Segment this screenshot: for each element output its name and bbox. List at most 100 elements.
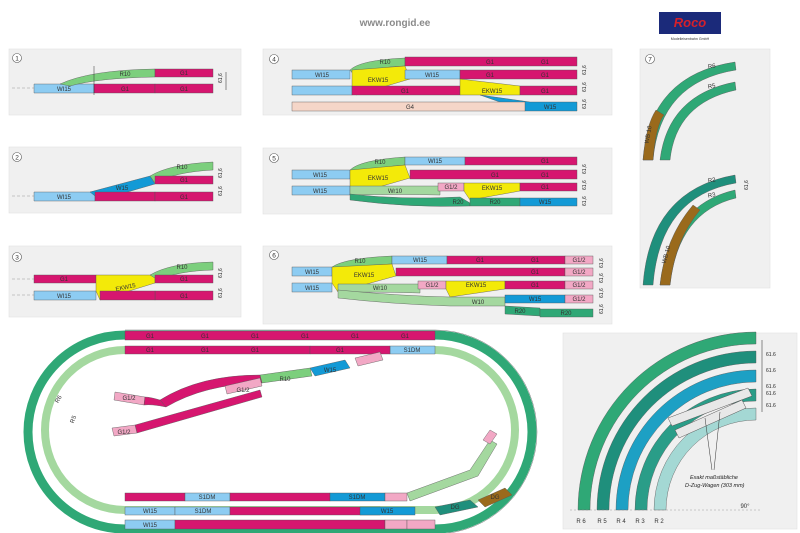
panel-7-label-r2: R2 (708, 177, 717, 184)
panel-6-g12-e (564, 294, 594, 304)
panel-5-dim-2: 61,6 (582, 196, 588, 206)
panel-3-label-g1: G1 (60, 277, 69, 283)
website-url[interactable]: www.rongid.ee (359, 18, 431, 29)
panel-4-label-wi15-c: WI15 (425, 73, 440, 79)
panel-6-label-r20-a: R20 (514, 309, 526, 315)
panel-4-label-ekw15-a: EKW15 (368, 78, 389, 84)
panel-4-wi15-b (291, 85, 353, 96)
panel-4-label-g1-a: G1 (486, 60, 495, 66)
panel-6-label-g1-d: G1 (531, 283, 540, 289)
panel-1: 1 WI15 R10 G1 G1 G1 61,6 (8, 48, 242, 116)
panel-6-g12-a (564, 255, 594, 265)
oval-label-s1dm-top: S1DM (404, 348, 421, 354)
panel-5-g1-b (409, 169, 578, 180)
panel-6-label-r10: R10 (354, 259, 366, 265)
panel-6-label-w15: W15 (529, 297, 542, 303)
oval-outer-ring-edge (125, 329, 538, 533)
panel-3-g1-low-mid (99, 290, 156, 301)
panel-6-g1-a (446, 255, 566, 265)
panel-5-label-wi15-b: WI15 (313, 189, 328, 195)
curve-radii-panel: 61.6 61.6 61.6 61.6 61.6 R 6 R 5 R 4 R 3… (562, 331, 798, 530)
curve-dim-1: 61.6 (766, 368, 776, 374)
oval-label-r10: R10 (279, 377, 291, 383)
curve-note-line1: Exakt maßstäbliche (690, 475, 738, 481)
curve-label-r3: R 3 (635, 519, 645, 525)
curve-coach-b (674, 399, 747, 439)
panel-1-label-g1-b: G1 (121, 87, 130, 93)
panel-6-label-wr10: Wr10 (373, 286, 388, 292)
panel-6-label-w10: W10 (472, 300, 485, 306)
panel-6-label-g12-c: G1/2 (425, 283, 439, 289)
panel-6-number-badge (269, 250, 279, 260)
panel-6: 6 WI15 WI15 R10 EKW15 WI15 Wr10 G1/2 EKW… (262, 245, 613, 325)
panel-1-g1-lower-b (154, 83, 214, 94)
roco-logo: Roco Modelleisenbahn GmbH (659, 12, 721, 41)
oval-branch-g12-b (111, 424, 138, 437)
panel-6-g1-b (395, 267, 566, 277)
panel-5-label-g1-d: G1 (541, 185, 550, 191)
panel-3-label-r10: R10 (176, 265, 188, 271)
panel-4-dim-0: 61,6 (582, 65, 588, 75)
panel-6-label-g12-a: G1/2 (572, 258, 586, 264)
panel-2-label-g1-b: G1 (180, 195, 189, 201)
panel-4-g1-top (404, 56, 578, 67)
panel-3: 3 G1 WI15 EKW15 R10 G1 G1 61,6 61,6 (8, 245, 242, 318)
panel-5-dim-1: 61,6 (582, 180, 588, 190)
panel-3-label-ekw15: EKW15 (115, 283, 137, 293)
oval-label-g1-1: G1 (146, 334, 155, 340)
oval-inner-ring (41, 346, 519, 514)
panel-6-label-wi15-c: WI15 (413, 258, 428, 264)
panel-7-label-wb10-a: WB 10 (644, 125, 653, 144)
panel-6-label-g12-e: G1/2 (572, 297, 586, 303)
panel-5-label-g1-a: G1 (541, 159, 550, 165)
panel-5-label-wi15-a: WI15 (313, 173, 328, 179)
curve-note-line2: D-Zug-Wagen (303 mm) (685, 483, 745, 489)
panel-6-label-g12-d: G1/2 (572, 283, 586, 289)
panel-2-label-w15: W15 (116, 186, 129, 192)
roco-logo-tagline: Modelleisenbahn GmbH (671, 37, 710, 41)
curve-label-r2: R 2 (654, 519, 664, 525)
panel-1-g1-upper (154, 68, 214, 78)
panel-7-number-badge (645, 54, 655, 64)
panel-5-label-wr10: Wr10 (388, 189, 403, 195)
panel-6-label-g1-c: G1 (531, 270, 540, 276)
curve-dim-2: 61.6 (766, 384, 776, 390)
panel-4-number: 4 (272, 56, 276, 63)
panel-1-label-g1-a: G1 (180, 71, 189, 77)
panel-7-label-r6: R6 (708, 63, 717, 70)
panel-6-label-g12-b: G1/2 (572, 270, 586, 276)
oval-top-g1-outer (124, 330, 436, 341)
oval-label-wi15-a: WI15 (143, 509, 158, 515)
oval-bottom-g12-b (384, 519, 408, 530)
panel-7-dim-0: 61,6 (744, 180, 750, 190)
oval-bottom-g1-c (229, 506, 381, 516)
panel-2-dim-1: 61,6 (218, 186, 224, 196)
panel-2-dim-0: 61,6 (218, 168, 224, 178)
panel-7-bg (639, 48, 771, 289)
curve-dim-4: 61.6 (766, 403, 776, 409)
panel-5-label-r20-a: R20 (452, 200, 464, 206)
panel-2-g1-low-a (94, 191, 156, 202)
oval-label-s1dm-b: S1DM (349, 495, 366, 501)
panel-3-label-wi15: WI15 (57, 294, 72, 300)
roco-logo-box (659, 12, 721, 34)
oval-label-g1-4: G1 (301, 334, 310, 340)
oval-bottom-g1-a (124, 492, 186, 502)
panel-5-number-badge (269, 153, 279, 163)
panel-7-label-r3: R3 (707, 192, 716, 200)
panel-4-g4 (291, 101, 526, 112)
panel-4-label-g1-c: G1 (541, 73, 550, 79)
panel-1-number: 1 (15, 55, 19, 62)
oval-label-g1-2: G1 (201, 334, 210, 340)
curve-label-r5: R 5 (597, 519, 607, 525)
panel-2-g1-mid (154, 175, 214, 185)
oval-branch-g12-c (224, 377, 263, 395)
oval-label-g1-8: G1 (201, 348, 210, 354)
panel-3-number: 3 (15, 254, 19, 261)
oval-label-g12-a: G1/2 (122, 396, 136, 402)
panel-6-label-r20-b: R20 (560, 311, 572, 317)
oval-bottom-g12-c (406, 519, 436, 530)
panel-5-label-ekw15-a: EKW15 (368, 176, 389, 182)
oval-layout: G1 G1 G1 G1 G1 G1 G1 G1 G1 G1 S1DM R6 R5… (23, 329, 538, 533)
